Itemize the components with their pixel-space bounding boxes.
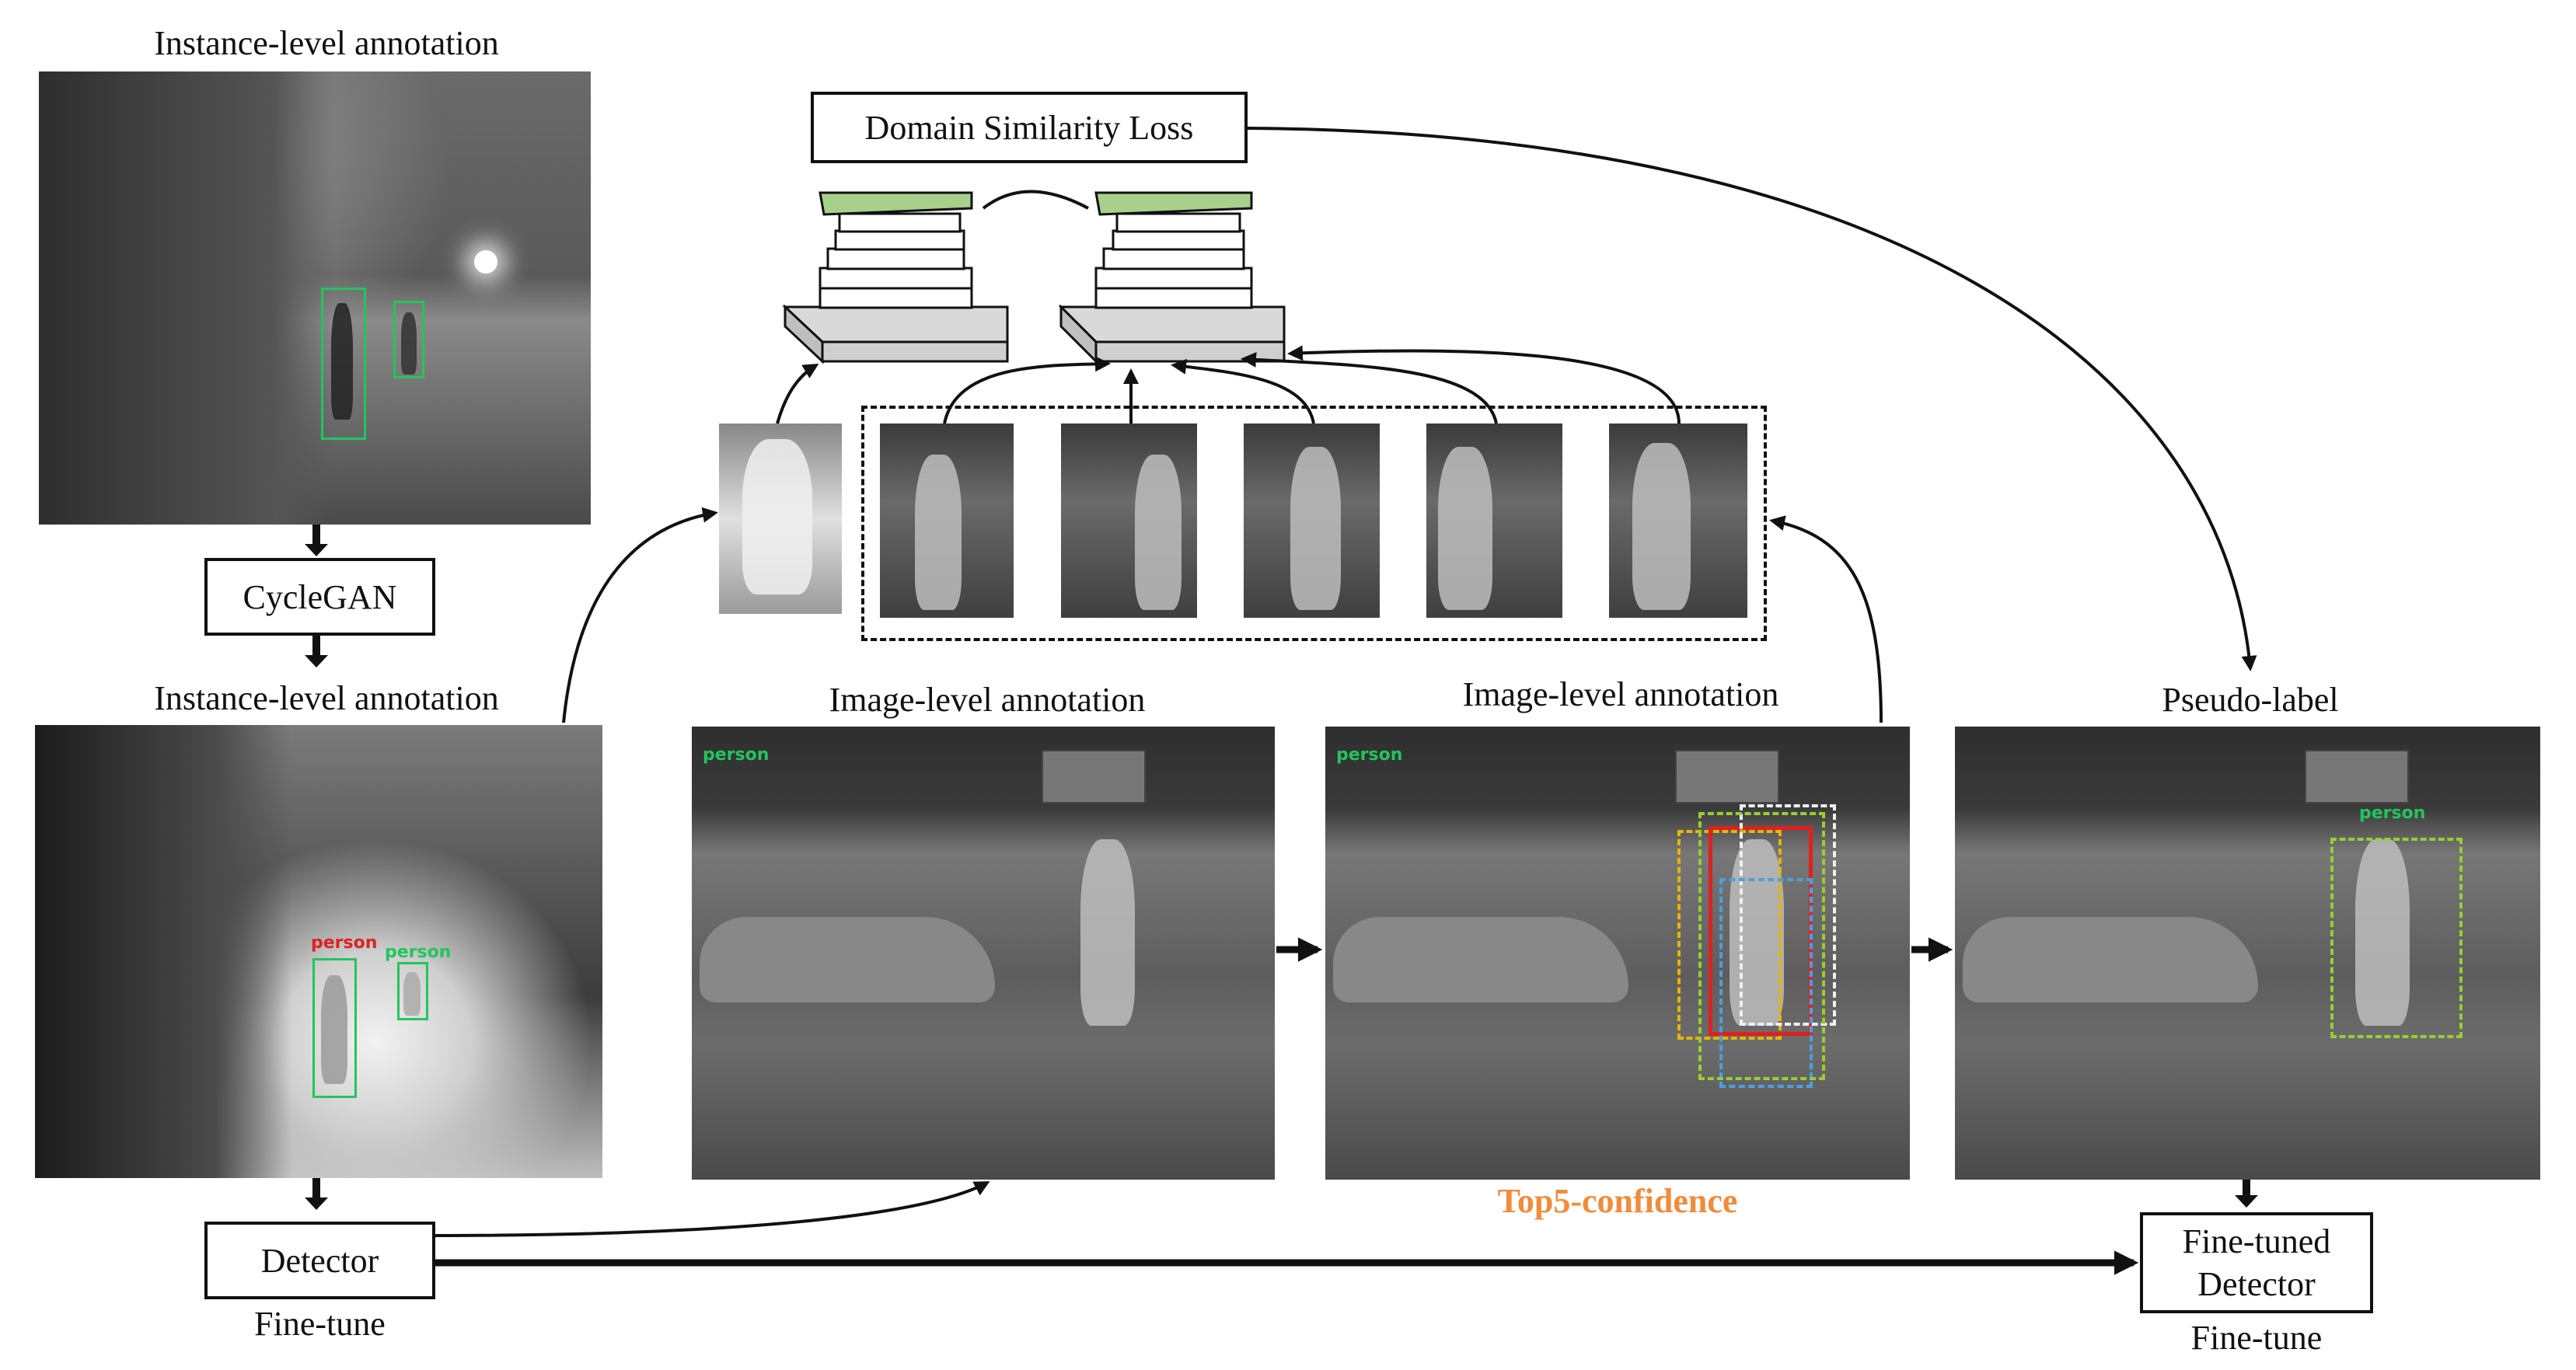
arrow-crop1-to-tower2	[943, 356, 1111, 424]
fine-tune-label-left: Fine-tune	[254, 1305, 386, 1343]
image-level-title-2: Image-level annotation	[1462, 675, 1779, 713]
infrared-generated-image: person person	[35, 725, 602, 1178]
arrow-down-2	[312, 636, 320, 659]
pseudo-label-box	[2330, 838, 2463, 1038]
top5-confidence-label: Top5-confidence	[1497, 1182, 1738, 1220]
candidate-box-white	[1740, 804, 1836, 1026]
detection-box	[321, 288, 366, 440]
arrow-candidates-to-crops	[1769, 515, 1883, 723]
arrow-crop5-to-tower2	[1287, 345, 1681, 424]
detection-box	[312, 958, 357, 1098]
candidate-box-green	[1698, 812, 1825, 1080]
feature-tower-left	[782, 191, 1009, 364]
image-level-photo-2: person	[1325, 727, 1910, 1180]
fine-tune-label-right: Fine-tune	[2190, 1319, 2323, 1357]
arrow-detector-to-image1	[435, 1181, 990, 1237]
target-crop-4	[1426, 424, 1562, 618]
arrow-crop3-to-tower2	[1171, 358, 1315, 424]
arrow-crop4-to-tower2	[1241, 351, 1498, 424]
detection-box	[397, 962, 428, 1020]
instance-annotation-title-top: Instance-level annotation	[154, 24, 499, 62]
target-crop-1	[880, 424, 1014, 618]
target-crop-2	[1061, 424, 1197, 618]
source-person-crop	[719, 424, 842, 614]
instance-annotation-title-mid: Instance-level annotation	[154, 679, 499, 717]
image-level-title-1: Image-level annotation	[829, 681, 1146, 719]
arrow-loss-to-pseudo-label	[1247, 127, 2257, 671]
image-level-photo-1: person	[692, 727, 1275, 1180]
detector-box: Detector	[204, 1222, 435, 1299]
arrow-source-crop-to-tower1	[776, 363, 819, 424]
pseudo-label-photo: person	[1955, 727, 2540, 1180]
feature-tower-right	[1058, 191, 1286, 364]
detection-box	[393, 301, 424, 378]
arrow-infrared-to-source-crop	[562, 507, 718, 723]
pseudo-label-title: Pseudo-label	[2162, 681, 2339, 719]
candidate-box-blue	[1719, 878, 1813, 1088]
night-visible-image	[39, 71, 591, 525]
domain-similarity-loss-box: Domain Similarity Loss	[811, 92, 1248, 163]
cyclegan-box: CycleGAN	[204, 558, 435, 636]
arrow-down-3	[312, 1178, 320, 1201]
target-crop-3	[1244, 424, 1380, 618]
target-crop-5	[1609, 424, 1747, 618]
arrow-down-1	[312, 525, 320, 548]
arrow-down-4	[2243, 1180, 2250, 1199]
candidate-box-yellow	[1677, 830, 1782, 1040]
target-crops-dashed-frame	[861, 406, 1767, 641]
